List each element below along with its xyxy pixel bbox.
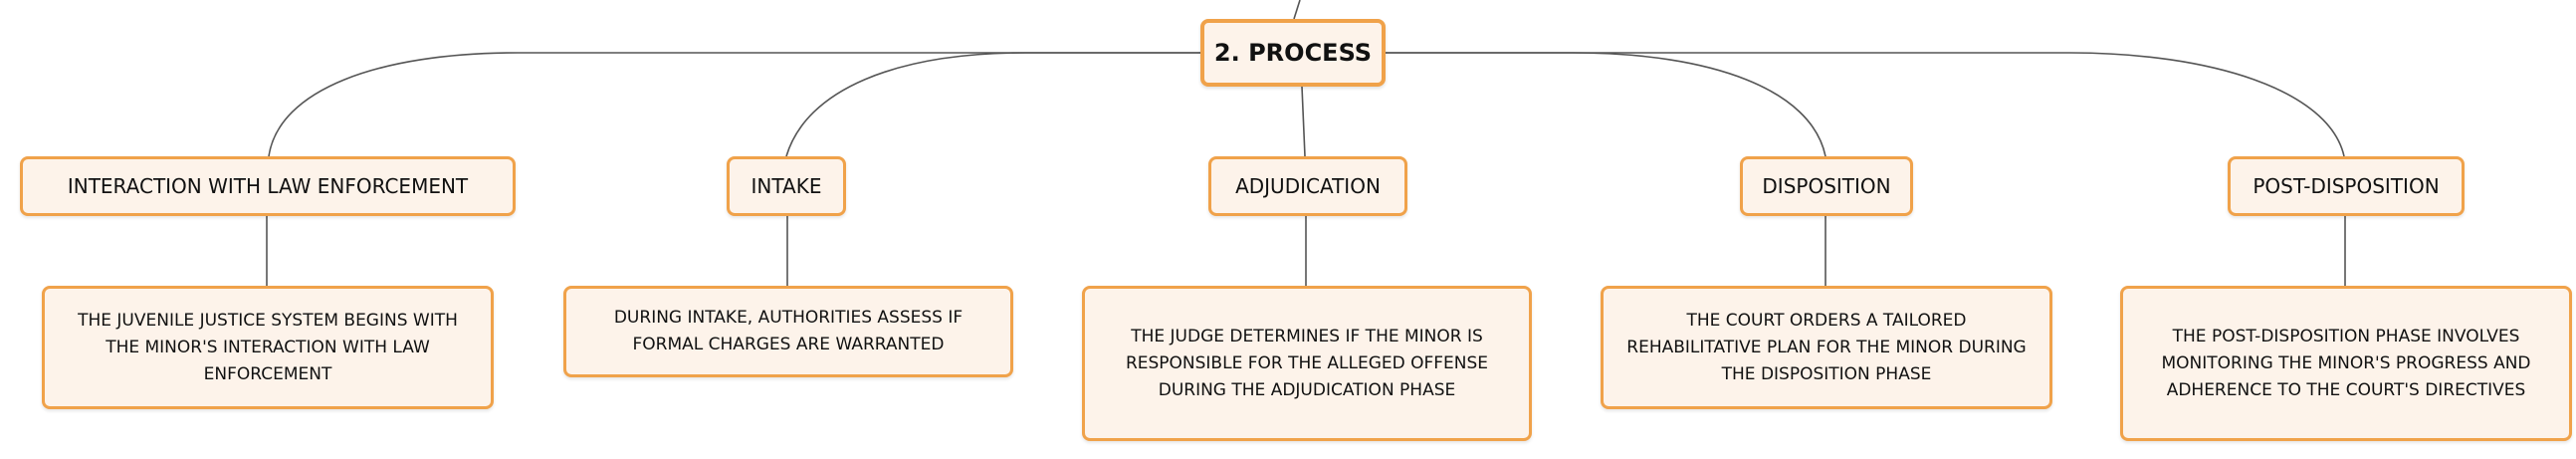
detail-node-text: THE COURT ORDERS A TAILORED REHABILITATI…: [1626, 310, 2027, 384]
detail-node-post-disposition[interactable]: THE POST-DISPOSITION PHASE INVOLVES MONI…: [2120, 286, 2572, 441]
detail-node-intake[interactable]: DURING INTAKE, AUTHORITIES ASSESS IF FOR…: [563, 286, 1013, 377]
branch-node-label: INTAKE: [751, 174, 822, 198]
detail-node-text: THE JUVENILE JUSTICE SYSTEM BEGINS WITH …: [78, 310, 458, 384]
branch-node-disposition[interactable]: DISPOSITION: [1740, 156, 1913, 216]
connector-root-intake: [785, 52, 1200, 157]
detail-node-text: THE JUDGE DETERMINES IF THE MINOR IS RES…: [1125, 326, 1489, 400]
detail-node-adjudication[interactable]: THE JUDGE DETERMINES IF THE MINOR IS RES…: [1082, 286, 1532, 441]
root-node-label: 2. PROCESS: [1213, 39, 1373, 67]
connector-root-adjudication: [1301, 86, 1306, 157]
root-node-process[interactable]: 2. PROCESS: [1200, 19, 1386, 87]
branch-node-interaction-with-law-enforcement[interactable]: INTERACTION WITH LAW ENFORCEMENT: [20, 156, 516, 216]
branch-node-adjudication[interactable]: ADJUDICATION: [1208, 156, 1407, 216]
connector-root-interaction: [268, 52, 1200, 157]
connector-parent: [1293, 0, 1301, 20]
branch-node-label: POST-DISPOSITION: [2253, 174, 2440, 198]
detail-node-interaction-with-law-enforcement[interactable]: THE JUVENILE JUSTICE SYSTEM BEGINS WITH …: [42, 286, 494, 409]
detail-node-disposition[interactable]: THE COURT ORDERS A TAILORED REHABILITATI…: [1601, 286, 2052, 409]
branch-node-label: ADJUDICATION: [1235, 174, 1381, 198]
detail-node-text: THE POST-DISPOSITION PHASE INVOLVES MONI…: [2161, 326, 2531, 400]
branch-node-post-disposition[interactable]: POST-DISPOSITION: [2228, 156, 2465, 216]
connector-root-disposition: [1386, 52, 1826, 157]
branch-node-label: DISPOSITION: [1762, 174, 1891, 198]
branch-node-intake[interactable]: INTAKE: [727, 156, 846, 216]
detail-node-text: DURING INTAKE, AUTHORITIES ASSESS IF FOR…: [613, 308, 964, 354]
connector-root-post-disposition: [1386, 52, 2345, 157]
branch-node-label: INTERACTION WITH LAW ENFORCEMENT: [67, 174, 469, 198]
